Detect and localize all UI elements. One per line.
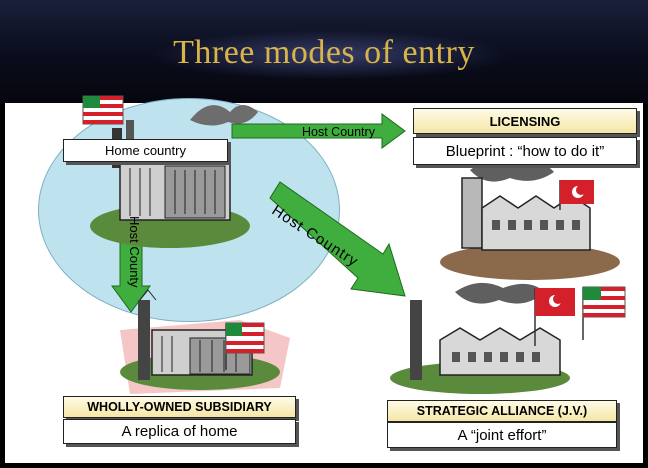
joint-effort-caption: A “joint effort”: [387, 422, 617, 448]
arrow-to-licensing: [231, 113, 406, 149]
wholly-owned-heading: WHOLLY-OWNED SUBSIDIARY: [63, 396, 296, 418]
host-flag-licensing-icon: [559, 180, 594, 210]
strategic-alliance-heading: STRATEGIC ALLIANCE (J.V.): [387, 400, 617, 422]
home-flag-icon: [82, 95, 124, 125]
slide-title: Three modes of entry: [173, 34, 475, 71]
home-flag-subsidiary-icon: [225, 322, 265, 370]
alliance-factory-illustration: [390, 282, 570, 394]
host-country-label-right: Host Country: [302, 125, 375, 139]
title-glow: [150, 30, 510, 80]
home-country-label: Home country: [63, 139, 228, 162]
home-flag-alliance-icon: [582, 286, 626, 340]
blueprint-caption: Blueprint : “how to do it”: [413, 137, 637, 165]
licensing-factory-illustration: [440, 160, 620, 280]
arrow-to-alliance: [269, 181, 406, 297]
licensing-heading: LICENSING: [413, 108, 637, 134]
host-flag-alliance-icon: [534, 288, 575, 346]
host-country-label-down: Host County: [127, 216, 142, 288]
replica-caption: A replica of home: [63, 419, 296, 444]
